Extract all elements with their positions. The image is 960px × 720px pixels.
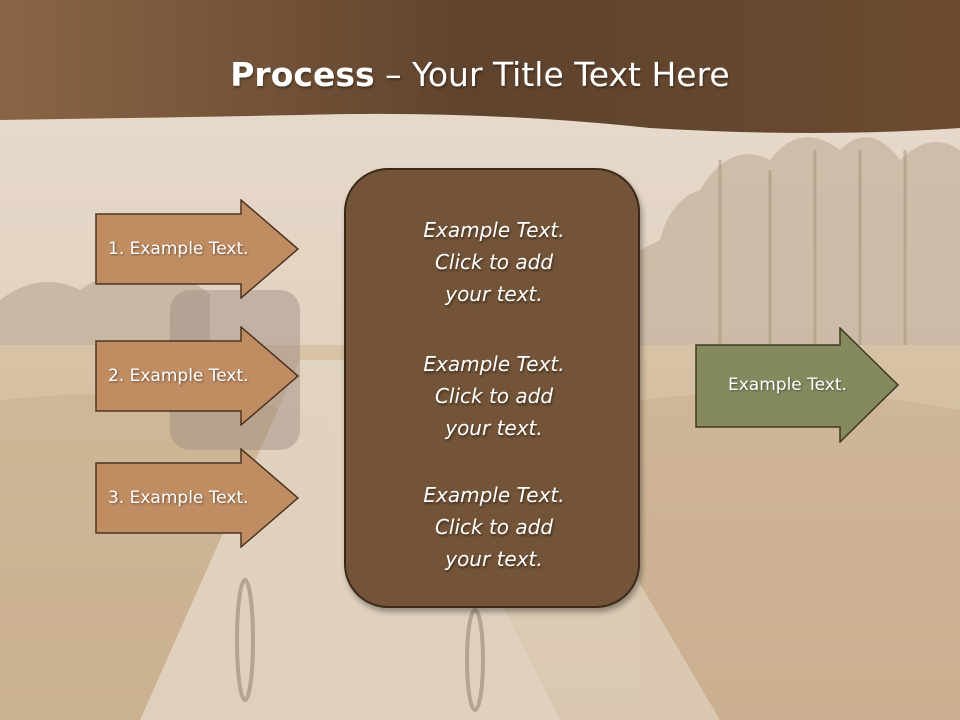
result-arrow-label: Example Text. <box>728 375 847 395</box>
step-arrow-3[interactable]: 3. Example Text. <box>95 448 300 548</box>
title-rest: – Your Title Text Here <box>374 55 730 94</box>
paragraph-line: Example Text. <box>423 483 565 507</box>
paragraph-line: Example Text. <box>423 352 565 376</box>
step-arrow-1[interactable]: 1. Example Text. <box>95 199 300 299</box>
center-paragraph-3: Example Text. Click to add your text. <box>346 479 642 575</box>
paragraph-line: Click to add <box>434 250 554 274</box>
paragraph-line: your text. <box>445 416 543 440</box>
paragraph-line: Click to add <box>434 515 554 539</box>
center-paragraph-2: Example Text. Click to add your text. <box>346 348 642 444</box>
paragraph-line: your text. <box>445 282 543 306</box>
result-arrow[interactable]: Example Text. <box>695 327 900 443</box>
step-arrow-2-label: 2. Example Text. <box>108 366 249 386</box>
center-text-box[interactable]: Example Text. Click to add your text. Ex… <box>344 168 640 608</box>
paragraph-line: your text. <box>445 547 543 571</box>
step-arrow-2[interactable]: 2. Example Text. <box>95 326 300 426</box>
step-arrow-3-shape <box>95 448 300 548</box>
paragraph-line: Click to add <box>434 384 554 408</box>
step-arrow-2-shape <box>95 326 300 426</box>
center-paragraph-1: Example Text. Click to add your text. <box>346 214 642 310</box>
step-arrow-3-label: 3. Example Text. <box>108 488 249 508</box>
step-arrow-1-shape <box>95 199 300 299</box>
title-bold: Process <box>230 55 375 94</box>
step-arrow-1-label: 1. Example Text. <box>108 239 249 259</box>
result-arrow-shape <box>695 327 900 443</box>
paragraph-line: Example Text. <box>423 218 565 242</box>
slide-title: Process – Your Title Text Here <box>0 52 960 98</box>
